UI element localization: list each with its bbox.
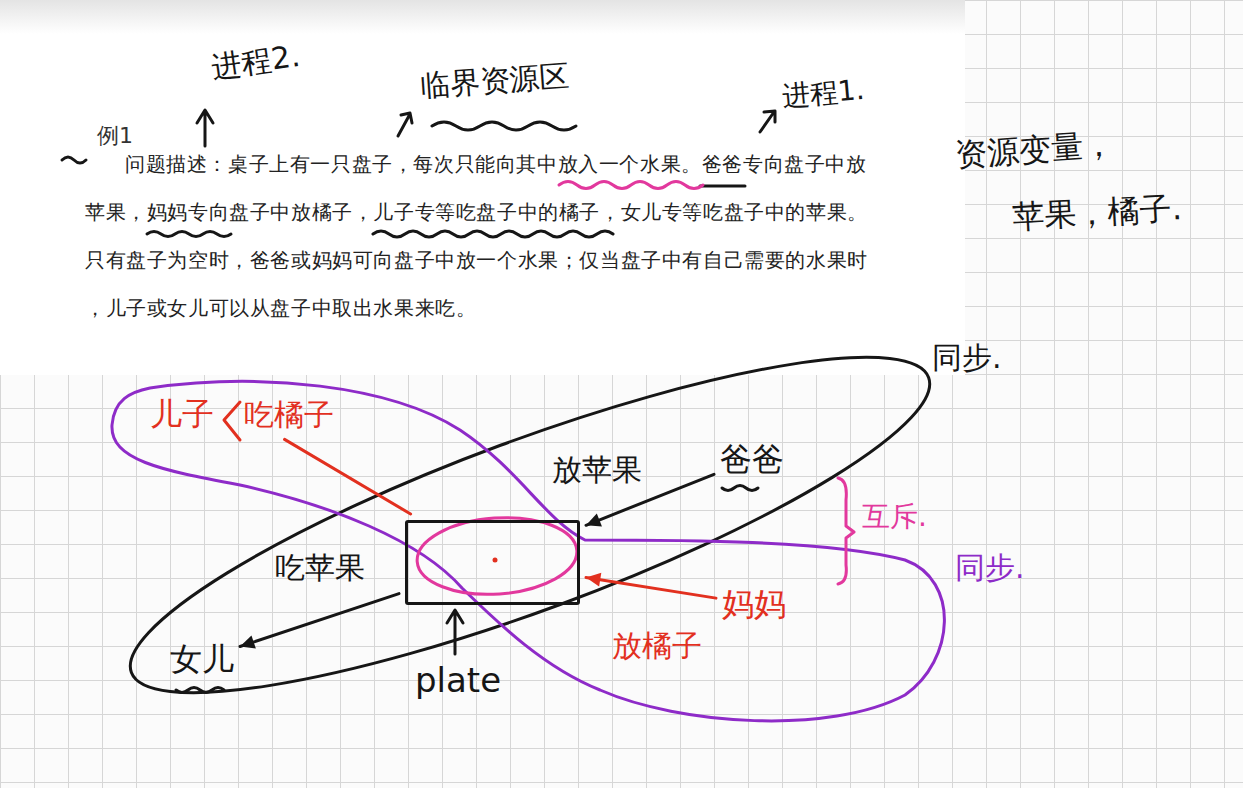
edge-label: 放苹果 bbox=[552, 452, 642, 488]
resource-note: 资源变量， bbox=[954, 125, 1116, 174]
mutex-bracket bbox=[838, 478, 854, 584]
example-number: 例1 bbox=[97, 123, 133, 149]
person-label: 儿子吃橘子 bbox=[150, 395, 334, 433]
mutex-circle bbox=[415, 513, 580, 600]
sync-note: 同步. bbox=[955, 550, 1025, 586]
connector bbox=[285, 439, 411, 514]
sync-note: 同步. bbox=[932, 340, 1002, 376]
person-name: 女儿 bbox=[170, 640, 234, 678]
wavy-underline bbox=[559, 182, 703, 189]
plate-label: plate bbox=[415, 660, 501, 701]
person-label: 妈妈 bbox=[722, 585, 786, 623]
connector-line bbox=[285, 439, 411, 514]
squiggle-mark bbox=[722, 486, 758, 491]
connector-line bbox=[240, 594, 399, 647]
person-name: 儿子 bbox=[150, 395, 214, 433]
arrow-head bbox=[240, 635, 256, 648]
printed-panel bbox=[0, 0, 965, 375]
edge-label: 放橘子 bbox=[612, 628, 702, 664]
top-shade bbox=[0, 0, 965, 34]
bracket-mark bbox=[224, 402, 240, 440]
plate-box: plate bbox=[405, 520, 580, 605]
sync-outline bbox=[102, 298, 958, 752]
pointer-arrow bbox=[398, 113, 412, 136]
action-text: 吃橘子 bbox=[244, 397, 334, 433]
sync-outline bbox=[112, 381, 944, 720]
pointer-arrow bbox=[447, 610, 463, 654]
critical-region-note: 临界资源区 bbox=[419, 58, 571, 104]
person-name: 爸爸 bbox=[720, 440, 784, 478]
arrow-head bbox=[586, 513, 602, 526]
problem-text: 问题描述：桌子上有一只盘子，每次只能向其中放入一个水果。爸爸专向盘子中放苹果，妈… bbox=[85, 140, 875, 332]
wavy-mark bbox=[62, 157, 86, 163]
person-label: 女儿 bbox=[170, 640, 234, 678]
wavy-underline bbox=[373, 231, 613, 237]
person-label: 爸爸 bbox=[720, 440, 784, 478]
process-note: 进程2. bbox=[209, 38, 302, 86]
process-note: 进程1. bbox=[781, 73, 866, 114]
wavy-underline bbox=[147, 232, 231, 237]
connector-line bbox=[586, 577, 716, 598]
edge-label: 吃苹果 bbox=[275, 550, 365, 586]
pointer-arrow bbox=[197, 110, 213, 146]
fruit-dot bbox=[493, 558, 498, 563]
arrow-head bbox=[586, 573, 601, 587]
mutex-note: 互斥. bbox=[862, 500, 927, 534]
underline bbox=[700, 185, 745, 188]
pointer-arrow bbox=[760, 111, 775, 132]
connector bbox=[240, 594, 399, 649]
person-name: 妈妈 bbox=[722, 585, 786, 623]
resource-note: 苹果，橘子. bbox=[1011, 189, 1183, 236]
connector bbox=[586, 573, 716, 598]
wavy-underline bbox=[432, 122, 576, 130]
